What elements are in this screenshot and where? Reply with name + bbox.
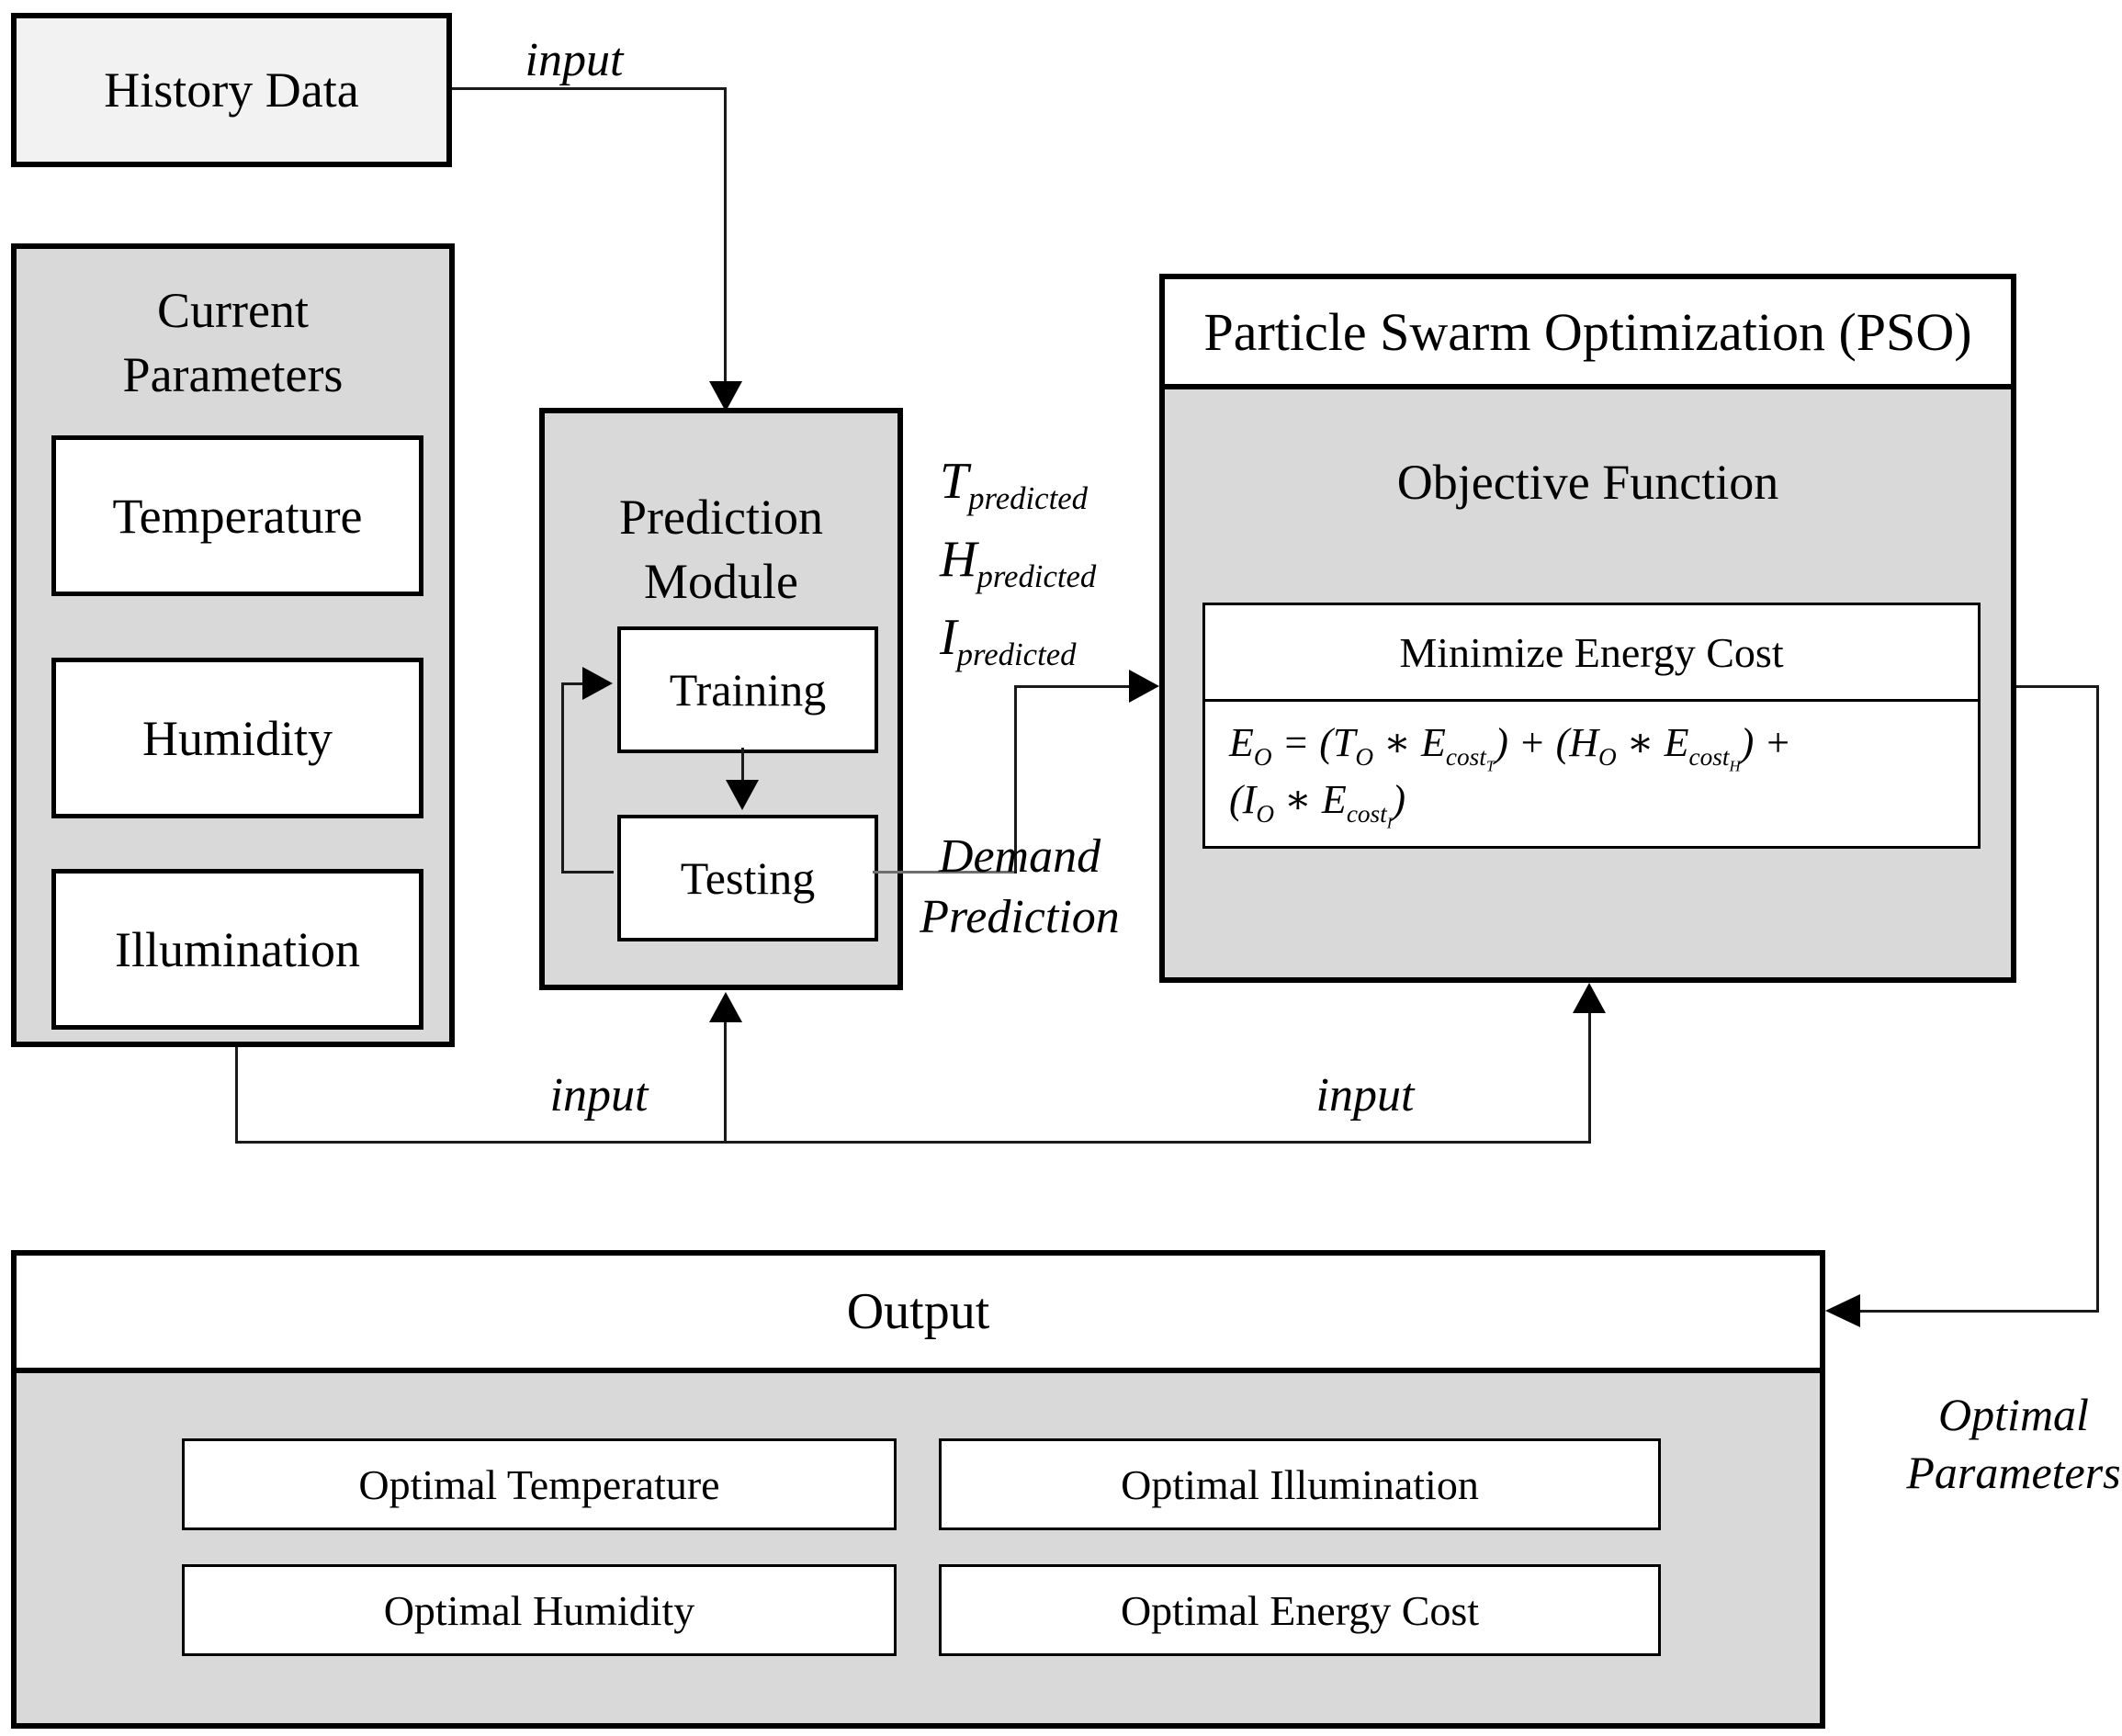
history-to-prediction-arrowhead-icon <box>709 381 742 411</box>
testing-to-pso-arrowhead-icon <box>1129 670 1159 703</box>
history-data-box: History Data <box>11 13 452 167</box>
humidity-label: Humidity <box>141 710 333 766</box>
testing-to-pso-line-h1 <box>873 871 1017 874</box>
input-to-pso-line-v <box>1588 1012 1591 1142</box>
testing-label: Testing <box>680 852 816 904</box>
illumination-label: Illumination <box>115 921 360 977</box>
pso-header: Particle Swarm Optimization (PSO) <box>1165 279 2011 389</box>
demand-prediction-line1: Demand <box>938 830 1101 883</box>
objective-function-text: Objective Function <box>1396 455 1779 510</box>
testing-to-pso-line-v <box>1014 687 1017 874</box>
h-predicted-label: Hpredicted <box>940 531 1097 595</box>
testing-to-pso-line-h2 <box>1014 685 1130 688</box>
input-to-pso-arrowhead-icon <box>1573 983 1606 1013</box>
minimize-energy-cost-header: Minimize Energy Cost <box>1205 605 1978 702</box>
optimal-parameters-line1: Optimal <box>1938 1389 2089 1440</box>
energy-cost-formula: EO = (TO ∗ EcostT) + (HO ∗ EcostH) + (IO… <box>1205 702 1978 832</box>
prediction-module-title-line1: Prediction <box>619 490 823 545</box>
temperature-label: Temperature <box>112 488 363 544</box>
training-box: Training <box>617 626 878 753</box>
history-to-prediction-line-v <box>724 87 727 381</box>
optimal-energy-cost-box: Optimal Energy Cost <box>939 1564 1661 1656</box>
prediction-module-box: Prediction Module Training Testing <box>539 408 903 990</box>
input-to-prediction-arrowhead-icon <box>709 992 742 1022</box>
prediction-module-title-line2: Module <box>644 554 798 609</box>
demand-prediction-line2: Prediction <box>920 891 1120 943</box>
current-params-feedback-line-v1 <box>235 1047 238 1144</box>
pso-title: Particle Swarm Optimization (PSO) <box>1203 301 1972 362</box>
input-label-top: input <box>496 33 652 87</box>
objective-box: Minimize Energy Cost EO = (TO ∗ EcostT) … <box>1202 603 1981 849</box>
input-label-left: input <box>521 1068 677 1122</box>
history-data-label: History Data <box>104 62 359 118</box>
input-label-left-text: input <box>549 1069 649 1122</box>
current-parameters-title-line2: Parameters <box>122 347 344 402</box>
training-label: Training <box>669 664 827 716</box>
testing-feedback-line-h2 <box>561 682 585 685</box>
formula-line1: EO = (TO ∗ EcostT) + (HO ∗ EcostH) + <box>1229 720 1792 775</box>
optimal-temperature-box: Optimal Temperature <box>182 1438 897 1530</box>
optimal-illumination-box: Optimal Illumination <box>939 1438 1661 1530</box>
current-parameters-title-line1: Current <box>157 283 309 338</box>
output-box: Output Optimal Temperature Optimal Illum… <box>11 1250 1825 1729</box>
input-label-right-text: input <box>1315 1069 1415 1122</box>
testing-feedback-arrowhead-icon <box>582 667 613 700</box>
optimal-humidity-label: Optimal Humidity <box>383 1586 695 1634</box>
temperature-box: Temperature <box>51 435 423 596</box>
output-header: Output <box>17 1256 1820 1373</box>
optimal-humidity-box: Optimal Humidity <box>182 1564 897 1656</box>
output-title: Output <box>846 1283 990 1340</box>
t-predicted-label: Tpredicted <box>940 453 1088 517</box>
minimize-energy-cost-label: Minimize Energy Cost <box>1399 628 1784 676</box>
testing-feedback-line-h1 <box>561 871 614 874</box>
training-to-testing-arrowhead-icon <box>726 780 759 810</box>
illumination-box: Illumination <box>51 869 423 1030</box>
i-predicted-label: Ipredicted <box>940 609 1077 673</box>
training-to-testing-line <box>741 748 744 780</box>
humidity-box: Humidity <box>51 658 423 818</box>
input-to-prediction-line-v <box>724 1021 727 1142</box>
optimal-parameters-line2: Parameters <box>1906 1447 2121 1498</box>
input-label-right: input <box>1287 1068 1443 1122</box>
current-params-feedback-line-h <box>235 1141 1591 1144</box>
optimal-illumination-label: Optimal Illumination <box>1121 1460 1479 1508</box>
optimal-parameters-label: Optimal Parameters <box>1894 1386 2122 1502</box>
testing-feedback-line-v <box>561 682 564 874</box>
optimal-energy-cost-label: Optimal Energy Cost <box>1120 1586 1480 1634</box>
pso-to-output-line-v <box>2096 685 2099 1313</box>
pso-box: Particle Swarm Optimization (PSO) Object… <box>1159 274 2016 983</box>
pso-to-output-line-h2 <box>1860 1310 2099 1313</box>
current-parameters-box: Current Parameters Temperature Humidity … <box>11 243 455 1047</box>
history-to-prediction-line-h <box>452 87 726 90</box>
optimal-temperature-label: Optimal Temperature <box>358 1460 720 1508</box>
formula-line2: (IO ∗ EcostI) <box>1229 777 1406 832</box>
demand-prediction-label: Demand Prediction <box>909 827 1130 948</box>
pso-to-output-line-h1 <box>2016 685 2099 688</box>
prediction-module-title: Prediction Module <box>545 485 897 614</box>
pso-to-output-arrowhead-icon <box>1825 1294 1860 1327</box>
objective-function-label: Objective Function <box>1165 454 2011 511</box>
testing-box: Testing <box>617 815 878 941</box>
current-parameters-title: Current Parameters <box>17 278 449 407</box>
input-label-top-text: input <box>525 34 624 86</box>
